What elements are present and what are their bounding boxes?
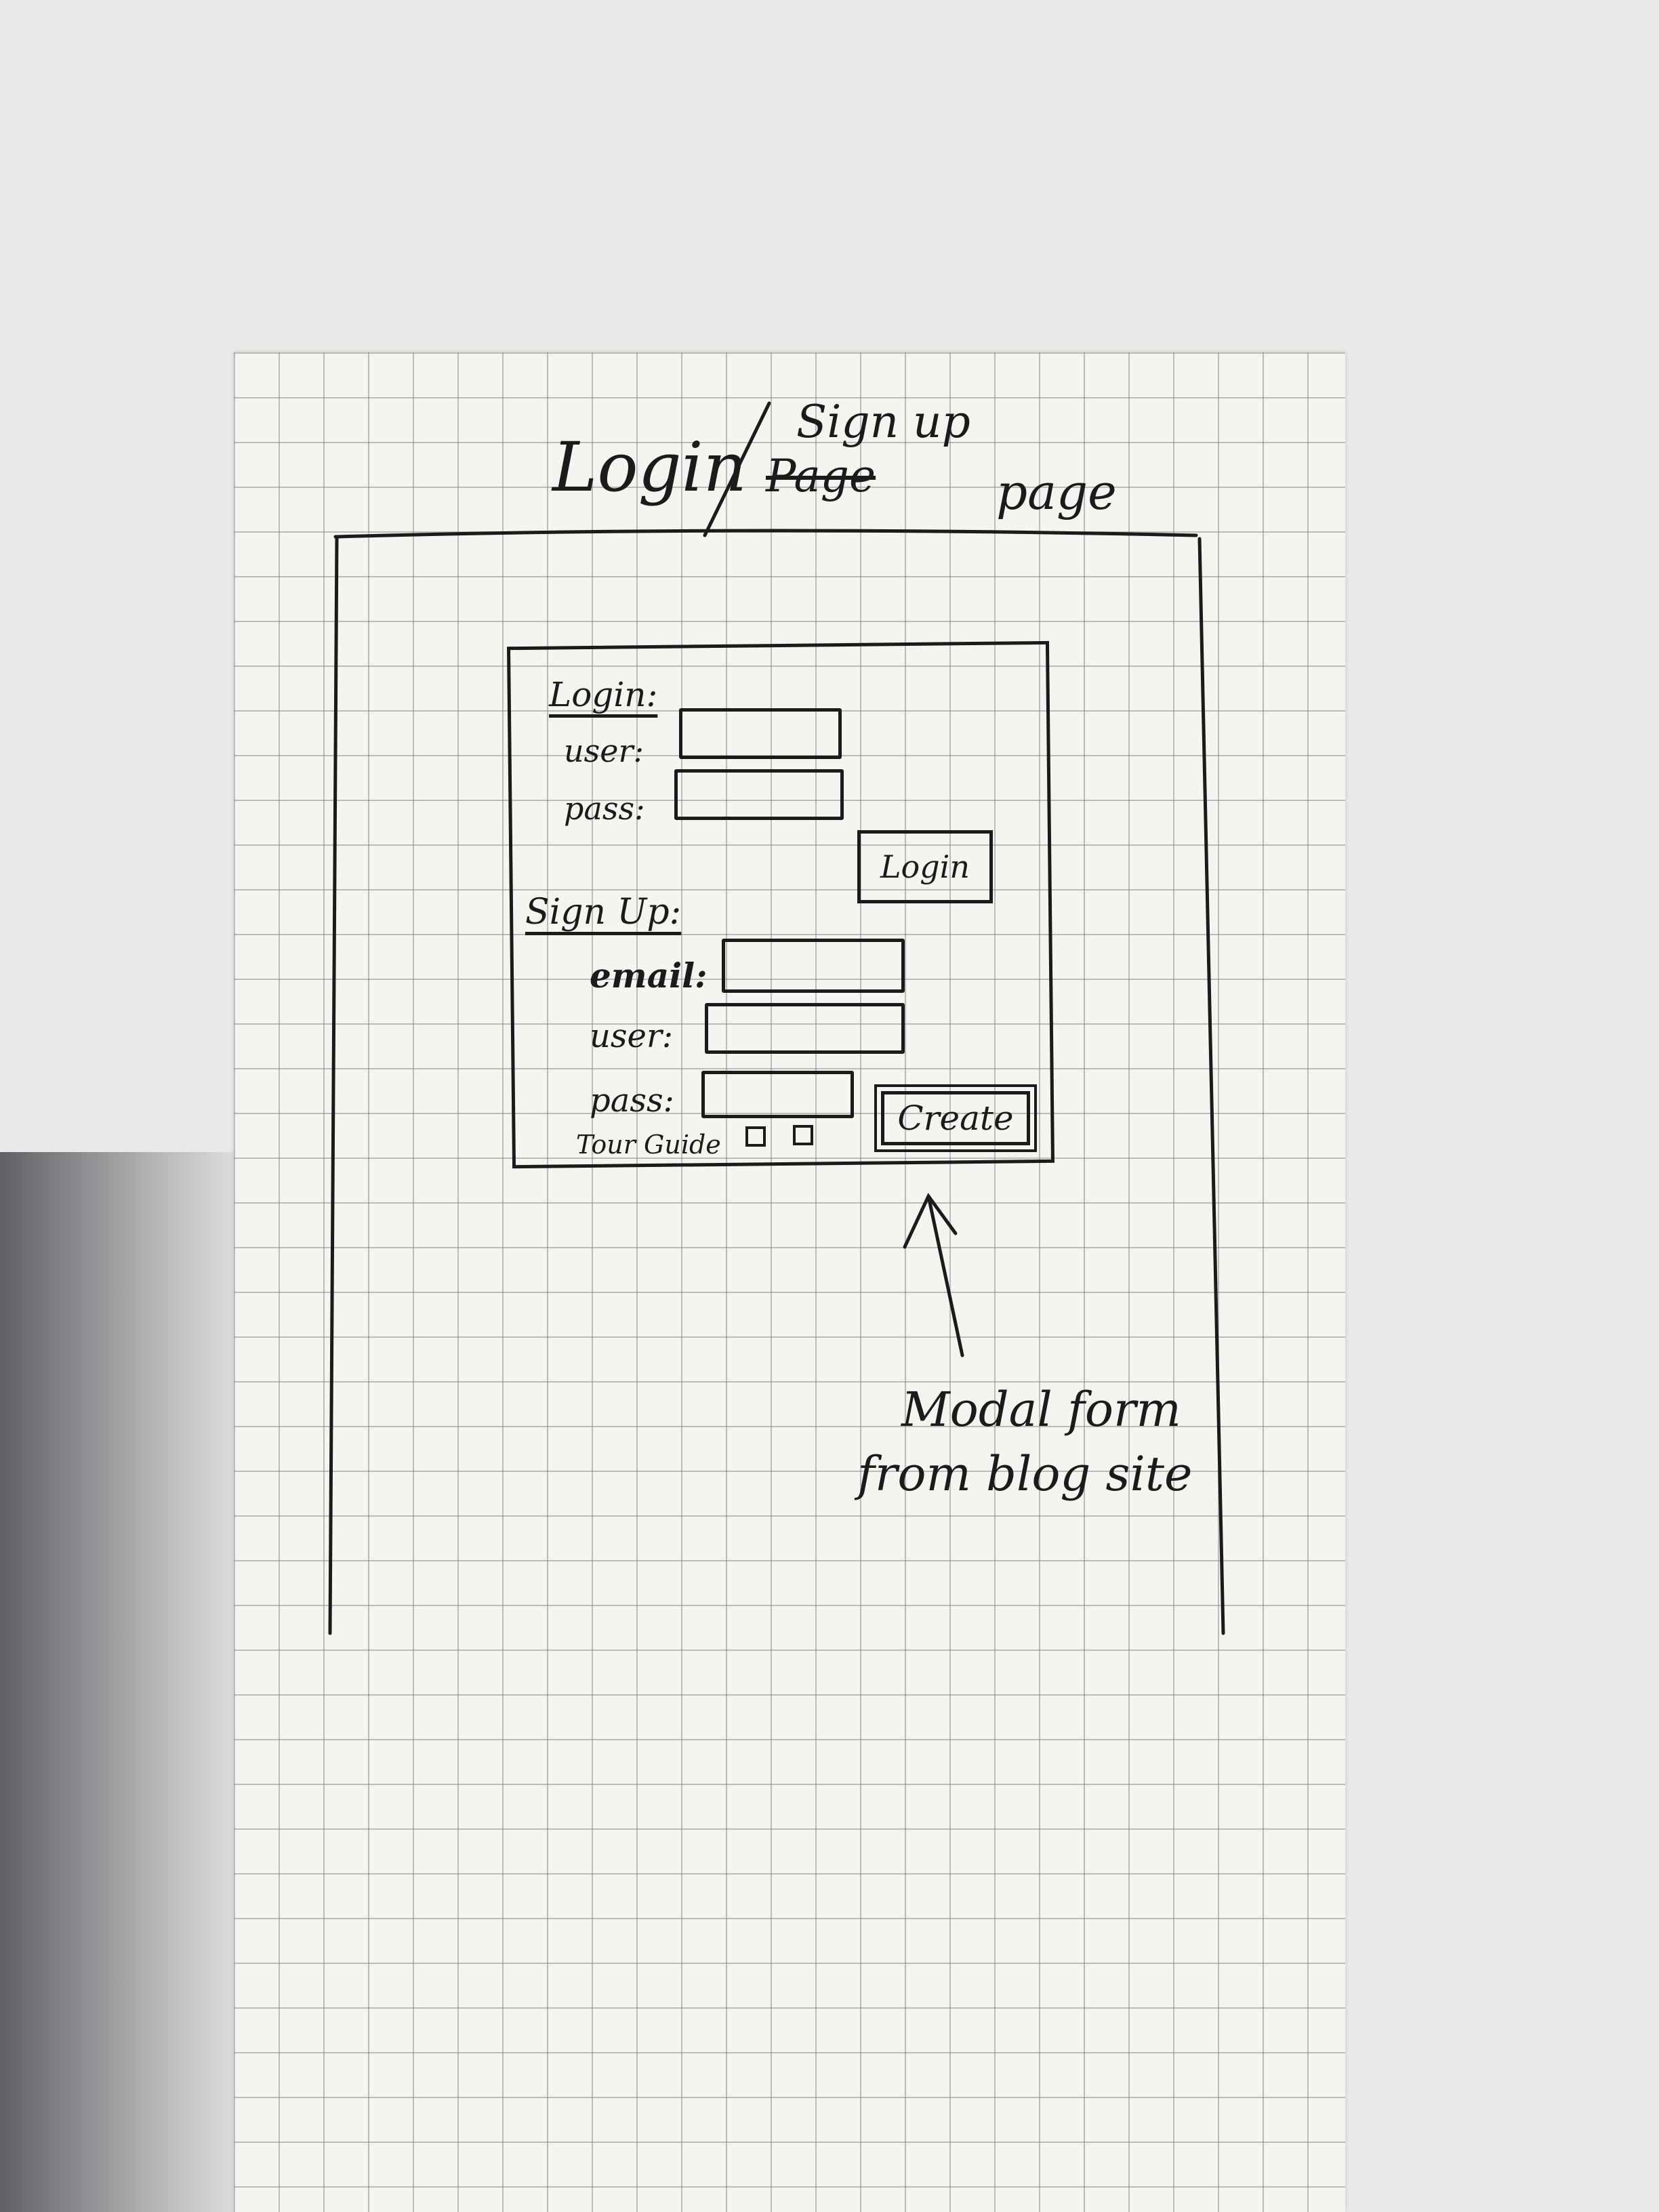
email-label: email: <box>590 956 708 996</box>
pass-label: pass: <box>564 790 645 827</box>
tour-guide-label: Tour Guide <box>576 1130 721 1160</box>
hand-shadow <box>0 1152 258 2212</box>
page-frame-right <box>1197 537 1225 1635</box>
signup-pass-input[interactable] <box>701 1071 854 1118</box>
signup-heading: Sign Up: <box>525 892 682 933</box>
title-login: Login <box>552 428 747 507</box>
annotation-line-2: from blog site <box>857 1446 1193 1502</box>
signup-pass-label: pass: <box>590 1082 674 1120</box>
arrow-head <box>903 1193 958 1249</box>
arrow-shaft <box>926 1194 964 1357</box>
create-button[interactable]: Create <box>874 1084 1037 1152</box>
title-struck-word: Page <box>766 450 876 502</box>
page-frame-top <box>333 529 1198 539</box>
login-heading: Login: <box>549 675 658 714</box>
title-slash <box>703 401 771 537</box>
signup-email-input[interactable] <box>722 939 905 993</box>
tour-guide-checkbox-1[interactable] <box>745 1126 766 1147</box>
tour-guide-checkbox-2[interactable] <box>793 1125 813 1145</box>
annotation-line-1: Modal form <box>901 1382 1181 1437</box>
login-user-input[interactable] <box>679 708 842 759</box>
user-label: user: <box>564 733 644 769</box>
login-pass-input[interactable] <box>674 769 844 820</box>
graph-paper <box>234 352 1345 2212</box>
page-frame-left <box>328 535 339 1635</box>
signup-user-input[interactable] <box>705 1003 905 1054</box>
title-signup: Sign up <box>796 396 970 448</box>
login-button[interactable]: Login <box>857 830 993 903</box>
title-page: page <box>996 464 1117 520</box>
signup-user-label: user: <box>590 1017 674 1055</box>
